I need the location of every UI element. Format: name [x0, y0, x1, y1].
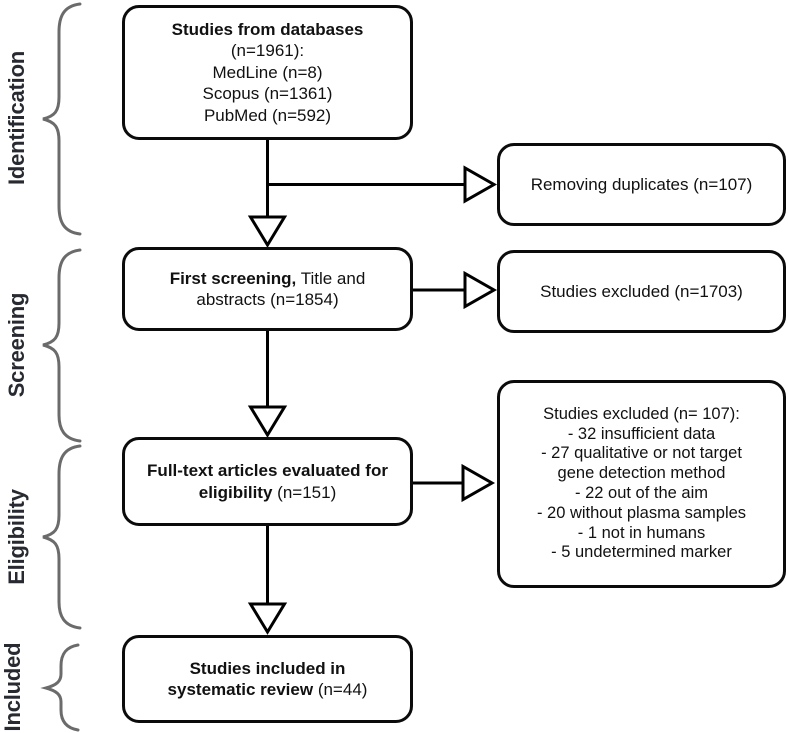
text-line: PubMed (n=592): [203, 105, 332, 125]
brace-eligibility: [42, 444, 82, 630]
text-line: gene detection method: [557, 464, 726, 483]
stage-label-screening: Screening: [4, 292, 29, 398]
text-line: - 5 undetermined marker: [551, 543, 732, 562]
text-line: Removing duplicates (n=107): [530, 174, 753, 194]
brace-included: [40, 643, 80, 732]
text-line: - 1 not in humans: [577, 523, 706, 542]
box-title: Full-text articles evaluated for: [147, 461, 388, 480]
stage-label-included: Included: [0, 642, 25, 732]
text-line: - 22 out of the aim: [575, 484, 708, 502]
box-title: First screening,: [169, 268, 297, 288]
text-line: (n=1961):: [230, 41, 305, 61]
box-studies-excluded-screening: Studies excluded (n=1703): [497, 250, 786, 333]
text-line: - 27 qualitative or not target: [541, 444, 742, 463]
arrowhead-right-duplicates: [463, 165, 498, 204]
arrowhead-down-fulltext: [247, 405, 288, 438]
box-title: systematic review: [167, 680, 314, 699]
arrowhead-right-excluded-fulltext: [461, 463, 496, 503]
text-line: - 20 without plasma samples: [536, 503, 747, 522]
arrowhead-down-screening: [247, 215, 288, 248]
text-line: (n=44): [313, 680, 368, 699]
text-line: Studies excluded (n= 107):: [543, 404, 740, 423]
box-title: eligibility: [198, 482, 273, 502]
box-removing-duplicates: Removing duplicates (n=107): [497, 143, 786, 226]
text-line: (n=151): [272, 482, 337, 502]
text-line: Studies excluded (n=1703): [540, 281, 743, 301]
box-studies-excluded-fulltext: Studies excluded (n= 107): - 32 insuffic…: [497, 380, 786, 588]
box-first-screening: First screening, Title and abstracts (n=…: [122, 247, 413, 331]
stage-label-identification: Identification: [4, 50, 29, 186]
text-line: - 32 insufficient data: [567, 424, 716, 443]
box-studies-from-databases: Studies from databases (n=1961): MedLine…: [122, 5, 413, 140]
arrowhead-right-excluded-screening: [463, 270, 498, 310]
text-line: abstracts (n=1854): [196, 290, 339, 309]
arrowhead-down-included: [247, 602, 288, 635]
text-line: Title and: [296, 268, 366, 288]
text-line: Scopus (n=1361): [202, 84, 333, 104]
box-fulltext-evaluated: Full-text articles evaluated for eligibi…: [122, 437, 413, 526]
box-studies-included: Studies included in systematic review (n…: [122, 635, 413, 723]
brace-screening: [42, 248, 82, 443]
box-title: Studies from databases: [171, 19, 364, 39]
text-line: MedLine (n=8): [212, 62, 323, 82]
brace-identification: [42, 2, 82, 236]
box-title: Studies included in: [189, 658, 346, 678]
